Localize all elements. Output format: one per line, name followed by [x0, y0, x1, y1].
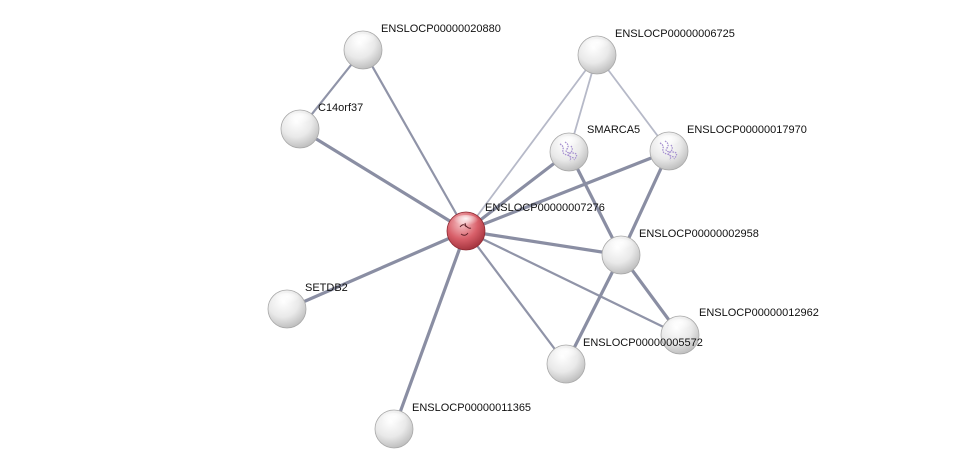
node-gloss: [667, 319, 693, 333]
node-n20880[interactable]: ENSLOCP00000020880: [344, 23, 501, 69]
edge-n11365-n7276[interactable]: [394, 231, 466, 429]
edge-n5572-n7276[interactable]: [466, 231, 566, 364]
edge-smarca5-n7276[interactable]: [466, 152, 569, 231]
node-gloss: [608, 239, 634, 253]
node-gloss: [556, 136, 582, 150]
node-n11365[interactable]: ENSLOCP00000011365: [375, 402, 531, 448]
node-label: C14orf37: [318, 102, 363, 114]
node-label: ENSLOCP00000012962: [699, 307, 819, 319]
node-n17970[interactable]: ENSLOCP00000017970: [650, 124, 807, 170]
node-n6725[interactable]: ENSLOCP00000006725: [578, 28, 735, 74]
node-label: SETDB2: [305, 282, 348, 294]
node-layer: ENSLOCP00000007276 ENSLOCP00000020880C14o…: [268, 23, 819, 448]
node-n5572[interactable]: ENSLOCP00000005572: [547, 337, 703, 383]
node-setdb2[interactable]: SETDB2: [268, 282, 348, 328]
edge-setdb2-n7276[interactable]: [287, 231, 466, 309]
edge-n20880-n7276[interactable]: [363, 50, 466, 231]
node-label: ENSLOCP00000017970: [687, 124, 807, 136]
node-gloss: [553, 348, 579, 362]
node-label: ENSLOCP00000020880: [381, 23, 501, 35]
edge-c14orf37-n7276[interactable]: [300, 129, 466, 231]
node-n2958[interactable]: ENSLOCP00000002958: [602, 228, 759, 274]
node-gloss: [350, 34, 376, 48]
node-label: ENSLOCP00000006725: [615, 28, 735, 40]
node-n7276[interactable]: ENSLOCP00000007276: [447, 202, 605, 250]
node-gloss: [274, 293, 300, 307]
node-gloss: [584, 39, 610, 53]
node-gloss: [287, 113, 313, 127]
node-label: SMARCA5: [587, 124, 640, 136]
node-label: ENSLOCP00000002958: [639, 228, 759, 240]
node-label: ENSLOCP00000011365: [412, 402, 531, 414]
node-label: ENSLOCP00000005572: [583, 337, 703, 349]
node-gloss: [656, 135, 682, 149]
node-gloss: [381, 413, 407, 427]
node-smarca5[interactable]: SMARCA5: [550, 124, 640, 171]
node-label: ENSLOCP00000007276: [485, 202, 605, 214]
